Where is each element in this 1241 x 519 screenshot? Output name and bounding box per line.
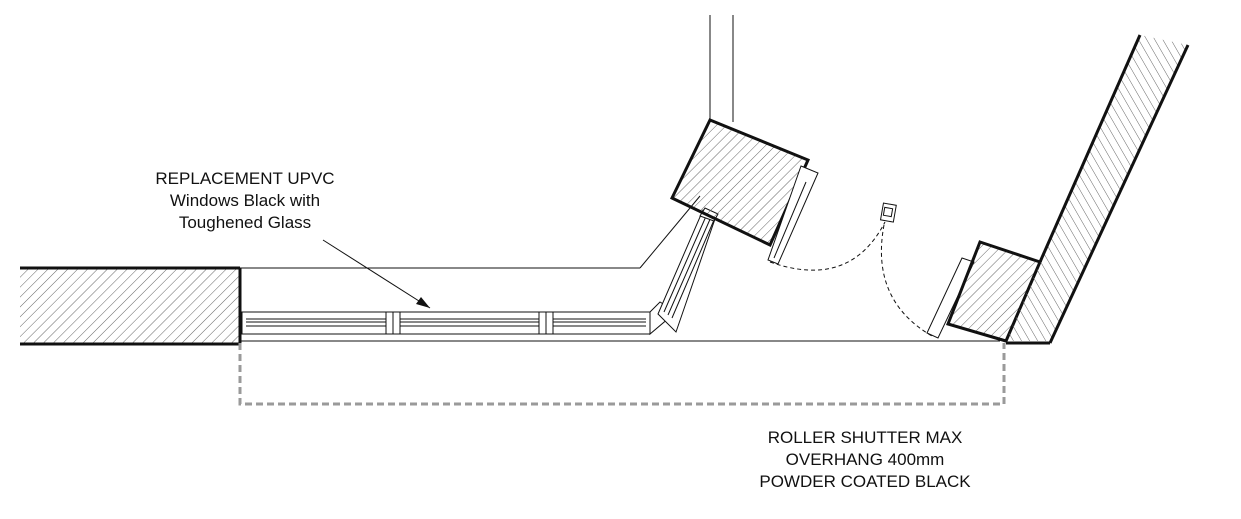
left-wall [20, 266, 242, 346]
window-run-angled [657, 207, 719, 333]
window-run-straight [241, 301, 677, 336]
window-note: REPLACEMENT UPVC Windows Black with Toug… [120, 168, 370, 234]
central-pier [669, 118, 811, 248]
window-note-line-2: Windows Black with [169, 191, 321, 210]
door-right [880, 224, 975, 339]
door-left [767, 165, 886, 271]
leader-line [322, 239, 431, 309]
shutter-note: ROLLER SHUTTER MAX OVERHANG 400mm POWDER… [720, 427, 1010, 493]
building-outline [240, 15, 1000, 342]
roller-shutter-outline [238, 343, 1006, 406]
shutter-note-line-3: POWDER COATED BLACK [759, 472, 971, 491]
window-note-line-1: REPLACEMENT UPVC [155, 169, 335, 188]
shutter-note-line-1: ROLLER SHUTTER MAX [767, 428, 963, 447]
door-handle [879, 202, 897, 223]
right-wall [1006, 34, 1190, 345]
shutter-note-line-2: OVERHANG 400mm [785, 450, 945, 469]
window-note-line-3: Toughened Glass [178, 213, 312, 232]
